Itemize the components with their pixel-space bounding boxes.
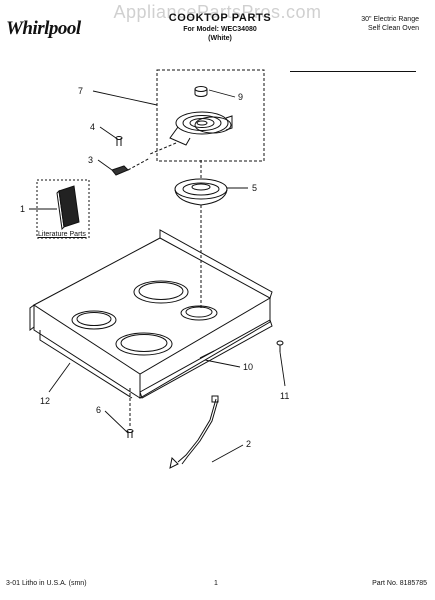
screw-part-11 (276, 340, 284, 352)
callout-2: 2 (246, 439, 251, 449)
screw-part-4 (115, 136, 123, 146)
callout-1: 1 (20, 204, 25, 214)
drip-bowl-part (174, 178, 228, 206)
model-number: For Model: WEC34080 (183, 26, 257, 33)
element-group-box (156, 69, 265, 162)
callout-5: 5 (252, 183, 257, 193)
callout-numbers: 7 4 3 9 5 1 10 11 12 6 2 (20, 86, 289, 449)
callout-6: 6 (96, 405, 101, 415)
cooktop-part (29, 229, 273, 399)
surface-element-part (149, 111, 233, 155)
literature-part (36, 179, 90, 239)
watermark: AppliancePartsPros.com (113, 2, 322, 22)
front-trim-part (139, 319, 273, 399)
callout-7: 7 (78, 86, 83, 96)
page-title: COOKTOP PARTS (168, 12, 272, 24)
callout-9: 9 (238, 92, 243, 102)
model-color: (White) (208, 35, 232, 42)
oven-description: Self Clean Oven (368, 25, 419, 32)
litho-note: 3-01 Litho in U.S.A. (smn) (6, 580, 87, 587)
callout-12: 12 (40, 396, 50, 406)
header-rule (290, 71, 416, 72)
leader-lines (29, 89, 286, 463)
callout-10: 10 (243, 362, 253, 372)
brand-logo: Whirlpool (6, 18, 81, 39)
wire-harness-part (169, 395, 219, 469)
page-number: 1 (214, 580, 218, 587)
range-description: 30" Electric Range (361, 16, 419, 23)
terminal-block-part (111, 157, 151, 176)
callout-11: 11 (280, 391, 289, 401)
screw-part-6 (126, 388, 134, 438)
callout-3: 3 (88, 155, 93, 165)
part-number: Part No. 8185785 (372, 580, 427, 587)
trim-cap-part (194, 86, 208, 97)
literature-parts-label: Literature Parts (38, 231, 86, 238)
callout-4: 4 (90, 122, 95, 132)
